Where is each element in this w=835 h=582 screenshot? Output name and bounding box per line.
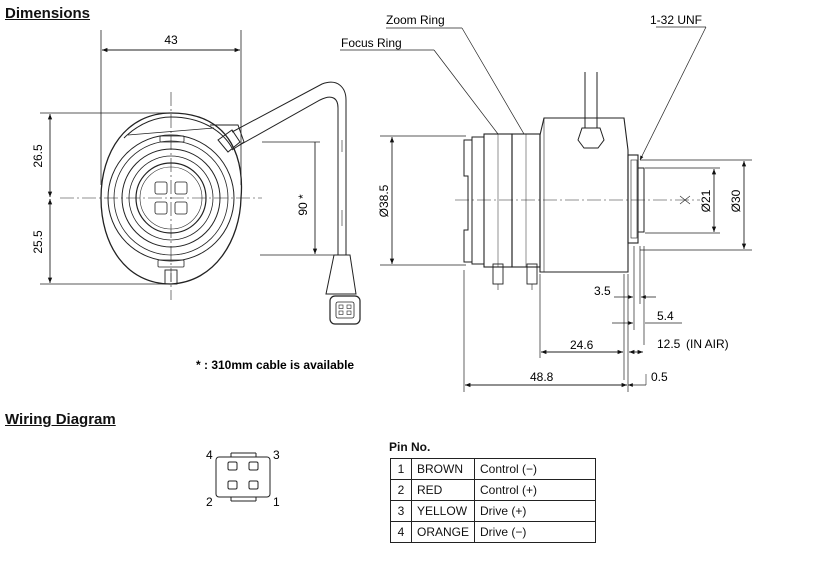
cable-length-label: 90 *	[296, 194, 310, 216]
zoom-ring-label: Zoom Ring	[386, 13, 445, 27]
pin-function: Control (−)	[474, 458, 597, 480]
pin-number: 2	[390, 479, 412, 501]
dim-0-5-label: 0.5	[651, 370, 668, 384]
pin-function: Drive (−)	[474, 521, 597, 543]
diameter-30-label: Ø30	[729, 189, 743, 212]
wiring-diagram-heading: Wiring Diagram	[5, 411, 116, 428]
dim-3-5-label: 3.5	[594, 284, 611, 298]
pin-1-label: 1	[273, 495, 280, 509]
pin-function: Drive (+)	[474, 500, 597, 522]
wire-color: RED	[410, 479, 476, 501]
table-row: 2 RED Control (+)	[390, 479, 597, 501]
table-row: 4 ORANGE Drive (−)	[390, 521, 597, 543]
diameter-21-label: Ø21	[699, 189, 713, 212]
pin-4-label: 4	[206, 448, 213, 462]
wire-color: ORANGE	[410, 521, 476, 543]
pin-3-label: 3	[273, 448, 280, 462]
pin-3-socket	[248, 461, 259, 471]
front-upper-height-label: 26.5	[31, 144, 45, 168]
pin-2-label: 2	[206, 495, 213, 509]
wire-color: BROWN	[410, 458, 476, 480]
focus-ring-label: Focus Ring	[341, 36, 402, 50]
dim-12-5-label: 12.5	[657, 337, 681, 351]
dim-5-4-label: 5.4	[657, 309, 674, 323]
connector-face	[215, 452, 271, 502]
wire-color: YELLOW	[410, 500, 476, 522]
pin-table-title: Pin No.	[389, 440, 431, 454]
front-width-label: 43	[164, 33, 178, 47]
cable-note: * : 310mm cable is available	[196, 358, 354, 372]
pin-number: 3	[390, 500, 412, 522]
table-row: 3 YELLOW Drive (+)	[390, 500, 597, 522]
pin-2-socket	[227, 480, 238, 490]
thread-label: 1-32 UNF	[650, 13, 702, 27]
diameter-38-5-label: Ø38.5	[377, 184, 391, 217]
in-air-label: (IN AIR)	[686, 337, 729, 351]
pin-4-socket	[227, 461, 238, 471]
pin-function: Control (+)	[474, 479, 597, 501]
dimensions-heading: Dimensions	[5, 5, 91, 22]
front-view	[40, 30, 361, 325]
pin-number: 4	[390, 521, 412, 543]
pin-table: 1 BROWN Control (−) 2 RED Control (+) 3 …	[390, 458, 597, 543]
dim-48-8-label: 48.8	[530, 370, 554, 384]
pin-1-socket	[248, 480, 259, 490]
table-row: 1 BROWN Control (−)	[390, 458, 597, 480]
front-lower-height-label: 25.5	[31, 230, 45, 254]
side-view	[340, 26, 752, 392]
pin-number: 1	[390, 458, 412, 480]
dim-24-6-label: 24.6	[570, 338, 594, 352]
